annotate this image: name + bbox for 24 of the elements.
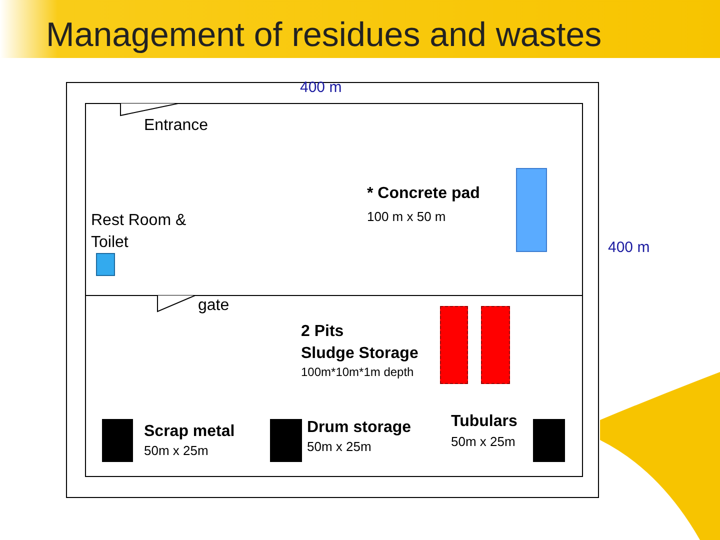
area-label: Tubulars [451,414,518,430]
concrete-pad [516,168,547,252]
area-label: gate [198,298,230,314]
area-label: Scrap metal [144,424,235,440]
area-label: * Concrete pad [367,186,480,202]
dimension-label: Rest Room & Toilet [91,211,188,253]
storage-area [533,419,565,462]
dimension-label: 100m*10m*1m depth [301,366,414,378]
storage-area [102,419,133,462]
dimension-label: 50m x 25m [144,444,208,457]
storage-area [270,419,302,462]
title: Management of residues and wastes [46,18,602,52]
area-label: Sludge Storage [301,346,418,362]
dimension-label: 400 m [300,80,342,95]
area-label: Drum storage [307,420,412,436]
rest-room-block [96,253,115,276]
dimension-label: 100 m x 50 m [367,210,446,223]
dimension-label: 50m x 25m [307,440,372,453]
dimension-label: 400 m [608,240,650,255]
area-label: 2 Pits [301,324,344,340]
sludge-pit [481,306,510,384]
area-label: Entrance [144,118,208,134]
dimension-label: 50m x 25m [451,435,516,448]
sludge-pit [440,306,468,384]
